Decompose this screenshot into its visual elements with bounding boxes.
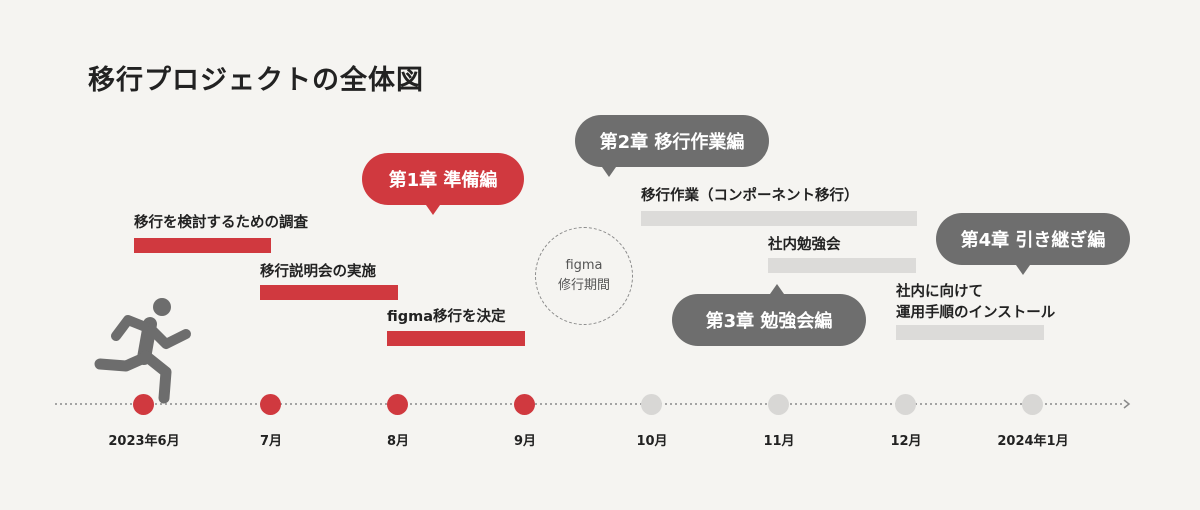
month-label: 7月	[259, 434, 283, 449]
month-label: 10月	[636, 434, 668, 449]
timeline-dot-2023-12	[895, 394, 916, 415]
task-label-install-line-2: 運用手順のインストール	[896, 305, 1056, 321]
task-label-decision: figma移行を決定	[387, 309, 506, 325]
running-person-icon	[94, 298, 191, 404]
month-label: 11月	[763, 434, 795, 449]
arrow-right-icon	[1123, 399, 1131, 409]
task-label-research: 移行を検討するための調査	[134, 215, 308, 231]
timeline-dot-2024-01	[1022, 394, 1043, 415]
period-line-1: figma	[565, 257, 603, 273]
period-line-2: 修行期間	[557, 278, 610, 293]
figma-training-period: figma 修行期間	[535, 227, 633, 325]
month-label: 2023年6月	[108, 434, 180, 449]
month-label: 12月	[890, 434, 922, 449]
timeline-dot-2023-09	[514, 394, 535, 415]
timeline-dot-2023-07	[260, 394, 281, 415]
task-label-briefing: 移行説明会の実施	[260, 264, 376, 280]
page-title: 移行プロジェクトの全体図	[88, 65, 424, 96]
timeline-dot-2023-08	[387, 394, 408, 415]
task-bar-research	[134, 238, 271, 253]
task-bar-briefing	[260, 285, 398, 300]
task-bar-study-session	[768, 258, 916, 273]
month-label: 8月	[386, 434, 410, 449]
chapter-3-tail	[770, 284, 784, 294]
task-label-install-line-1: 社内に向けて	[896, 284, 983, 300]
chapter-2-bubble: 第2章 移行作業編	[575, 115, 769, 167]
chapter-3-bubble: 第3章 勉強会編	[672, 294, 866, 346]
task-label-study-session: 社内勉強会	[768, 237, 841, 253]
month-label: 2024年1月	[997, 434, 1069, 449]
task-label-component-migration: 移行作業（コンポーネント移行）	[641, 188, 859, 204]
task-bar-component-migration	[641, 211, 917, 226]
timeline-axis	[55, 399, 1131, 409]
timeline-dot-2023-06	[133, 394, 154, 415]
chapter-4-bubble: 第4章 引き継ぎ編	[936, 213, 1130, 265]
chapter-1-tail	[426, 205, 440, 215]
task-bar-install	[896, 325, 1044, 340]
chapter-2-tail	[602, 167, 616, 177]
timeline-dot-2023-11	[768, 394, 789, 415]
task-bar-decision	[387, 331, 525, 346]
chapter-1-bubble: 第1章 準備編	[362, 153, 524, 205]
timeline-dot-2023-10	[641, 394, 662, 415]
chapter-4-tail	[1016, 265, 1030, 275]
month-label: 9月	[513, 434, 537, 449]
